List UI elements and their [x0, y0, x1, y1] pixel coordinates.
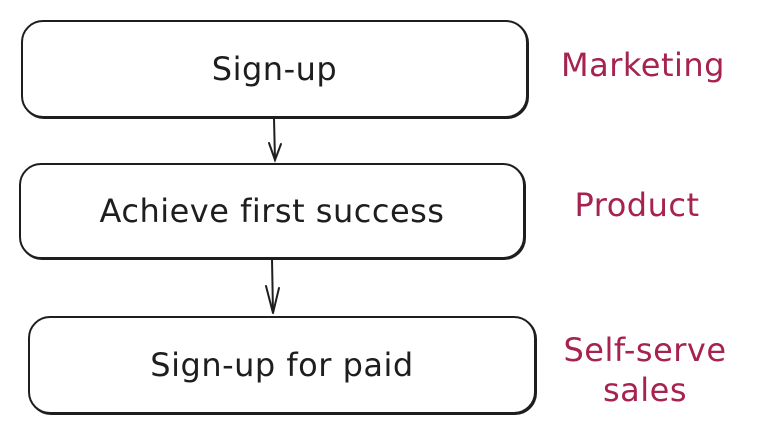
label-product: Product — [552, 185, 722, 225]
node-sign-up-for-paid: Sign-up for paid — [28, 316, 536, 414]
arrow-first-success-to-paid — [265, 258, 280, 314]
node-sign-up-for-paid-text: Sign-up for paid — [150, 346, 414, 384]
label-marketing: Marketing — [548, 45, 738, 85]
arrow-signup-to-first-success — [268, 117, 282, 163]
node-sign-up: Sign-up — [21, 20, 528, 118]
node-achieve-first-success-text: Achieve first success — [99, 192, 445, 230]
node-sign-up-text: Sign-up — [211, 50, 338, 88]
node-achieve-first-success: Achieve first success — [19, 163, 525, 259]
label-self-serve-sales: Self-serve sales — [540, 330, 750, 410]
label-marketing-text: Marketing — [561, 46, 725, 84]
label-product-text: Product — [574, 186, 700, 224]
label-sales-line: sales — [602, 371, 688, 409]
label-self-serve-line: Self-serve — [563, 331, 727, 369]
